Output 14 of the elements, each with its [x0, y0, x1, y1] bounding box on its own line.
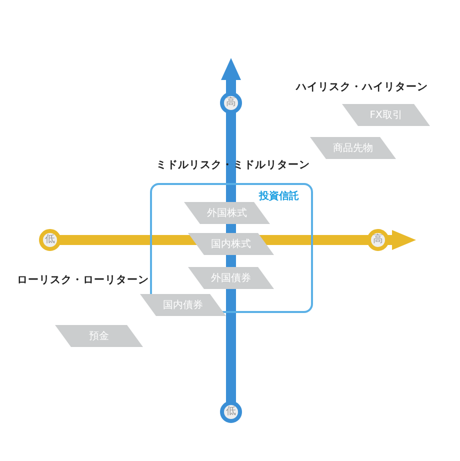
level-marker: 低 — [220, 401, 242, 423]
category-box — [55, 325, 143, 347]
risk-return-label: ローリスク・ローリターン — [17, 273, 149, 287]
level-marker: 低 — [39, 229, 61, 251]
category-box — [188, 267, 274, 289]
risk-return-label: ハイリスク・ハイリターン — [296, 80, 428, 94]
category-box — [310, 137, 396, 159]
category-box — [184, 202, 270, 224]
category-box — [188, 233, 274, 255]
category-box — [342, 104, 430, 126]
level-marker: 高 — [220, 92, 242, 114]
category-box — [140, 294, 226, 316]
group-heading: 投資信託 — [259, 190, 299, 203]
level-marker: 高 — [367, 229, 389, 251]
